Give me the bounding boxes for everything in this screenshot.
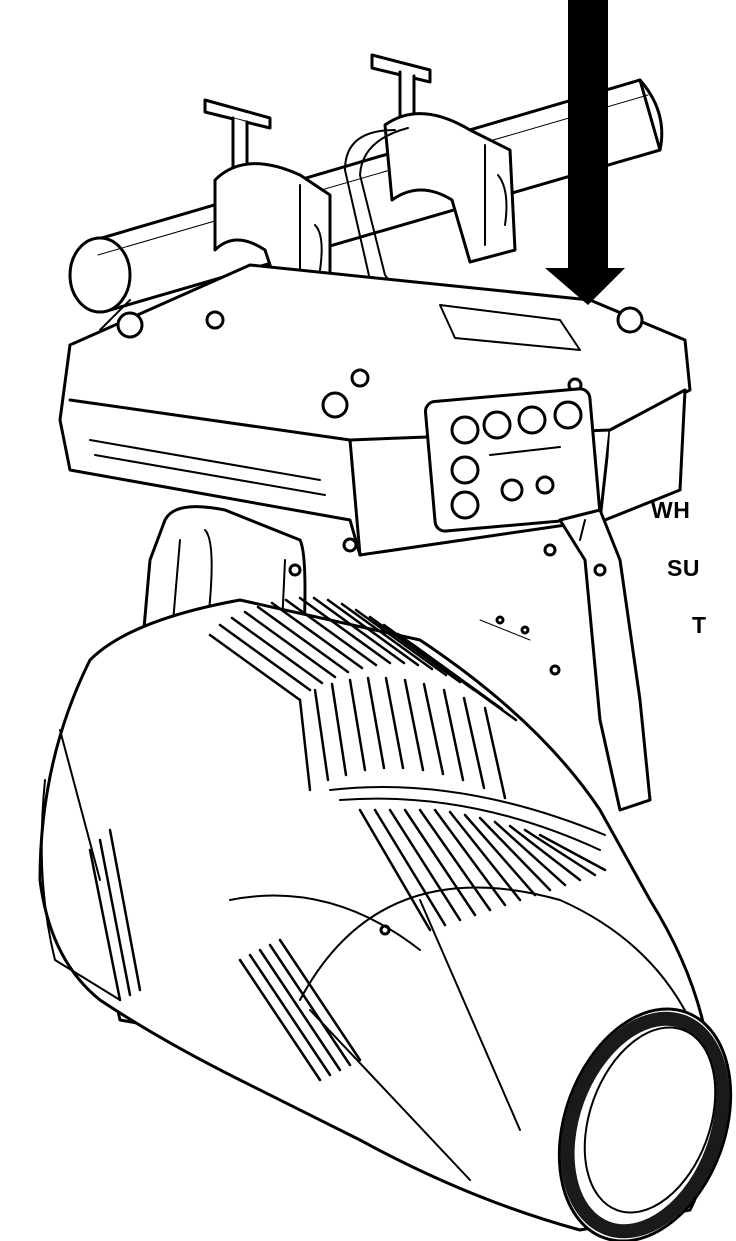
instruction-text-line-2: SU [667,555,700,581]
clamp-right [370,53,517,264]
instruction-text-line-1: WH [651,497,691,523]
yoke-arm-right [479,508,652,812]
head-body [38,596,714,1232]
down-arrow-icon [545,0,625,305]
instruction-text-line-3: T [692,612,707,638]
front-lens [557,1007,733,1241]
base-housing [58,263,692,557]
